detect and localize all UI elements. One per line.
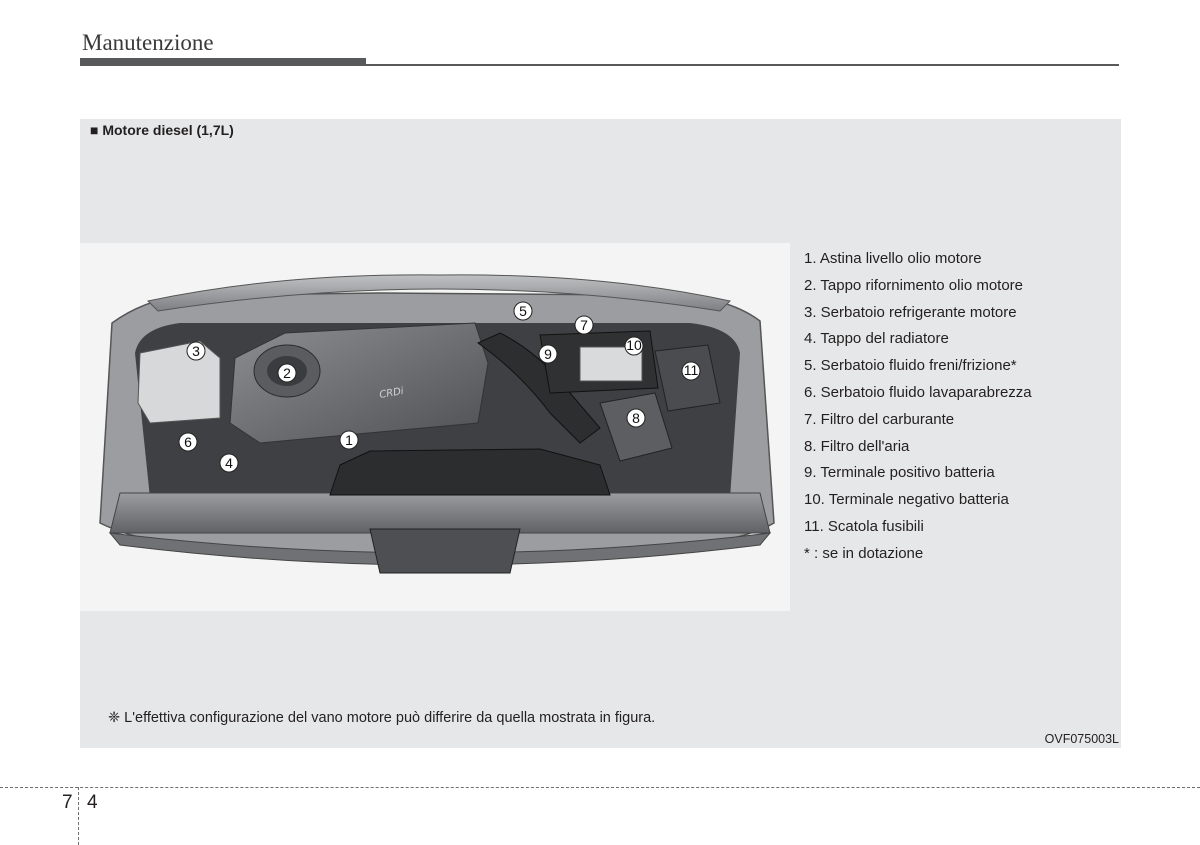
- svg-text:1: 1: [345, 432, 353, 448]
- callout-4: 4: [219, 453, 239, 473]
- svg-text:4: 4: [225, 455, 233, 471]
- page-number: 4: [87, 792, 98, 813]
- legend-item: 5. Serbatoio fluido freni/frizione*: [804, 357, 1017, 375]
- svg-text:8: 8: [632, 410, 640, 426]
- legend-item: 11. Scatola fusibili: [804, 517, 924, 535]
- header-accent-bar: [80, 58, 366, 66]
- legend-item: 10. Terminale negativo batteria: [804, 491, 1009, 509]
- svg-text:9: 9: [544, 346, 552, 362]
- svg-text:2: 2: [283, 365, 291, 381]
- svg-text:5: 5: [519, 303, 527, 319]
- engine-bay-illustration: CRDi 1 2 3 4 5 6 7 8: [99, 274, 775, 574]
- legend-item: 7. Filtro del carburante: [804, 410, 955, 428]
- legend-note: * : se in dotazione: [804, 544, 924, 562]
- svg-text:10: 10: [626, 337, 642, 353]
- chapter-number: 7: [62, 792, 73, 813]
- svg-text:3: 3: [192, 343, 200, 359]
- legend-item: 9. Terminale positivo batteria: [804, 464, 995, 482]
- section-title: Manutenzione: [82, 30, 214, 55]
- legend-item: 2. Tappo rifornimento olio motore: [804, 276, 1024, 294]
- figure-footnote: ❈ L'effettiva configurazione del vano mo…: [108, 710, 656, 726]
- parts-legend: 1. Astina livello olio motore 2. Tappo r…: [804, 246, 1032, 568]
- callout-9: 9: [538, 344, 558, 364]
- image-code: OVF075003L: [1044, 732, 1119, 746]
- legend-item: 8. Filtro dell'aria: [804, 437, 910, 455]
- callout-6: 6: [178, 432, 198, 452]
- callout-7: 7: [574, 315, 594, 335]
- callout-3: 3: [186, 341, 206, 361]
- legend-item: 4. Tappo del radiatore: [804, 330, 949, 348]
- legend-item: 1. Astina livello olio motore: [804, 250, 982, 267]
- callout-11: 11: [681, 361, 701, 381]
- footer-dashed-rule: [0, 787, 1200, 788]
- svg-text:6: 6: [184, 434, 192, 450]
- svg-text:7: 7: [580, 317, 588, 333]
- engine-logo-text: CRDi: [379, 386, 405, 401]
- callout-1: 1: [339, 430, 359, 450]
- header-rule: [366, 64, 1119, 66]
- callout-5: 5: [513, 301, 533, 321]
- legend-item: 3. Serbatoio refrigerante motore: [804, 303, 1017, 321]
- legend-item: 6. Serbatoio fluido lavaparabrezza: [804, 383, 1032, 401]
- callout-10: 10: [624, 336, 644, 356]
- page-number-divider: [78, 787, 79, 845]
- callout-2: 2: [277, 363, 297, 383]
- callout-8: 8: [626, 408, 646, 428]
- figure-heading: ■ Motore diesel (1,7L): [90, 122, 234, 138]
- svg-text:11: 11: [684, 362, 699, 378]
